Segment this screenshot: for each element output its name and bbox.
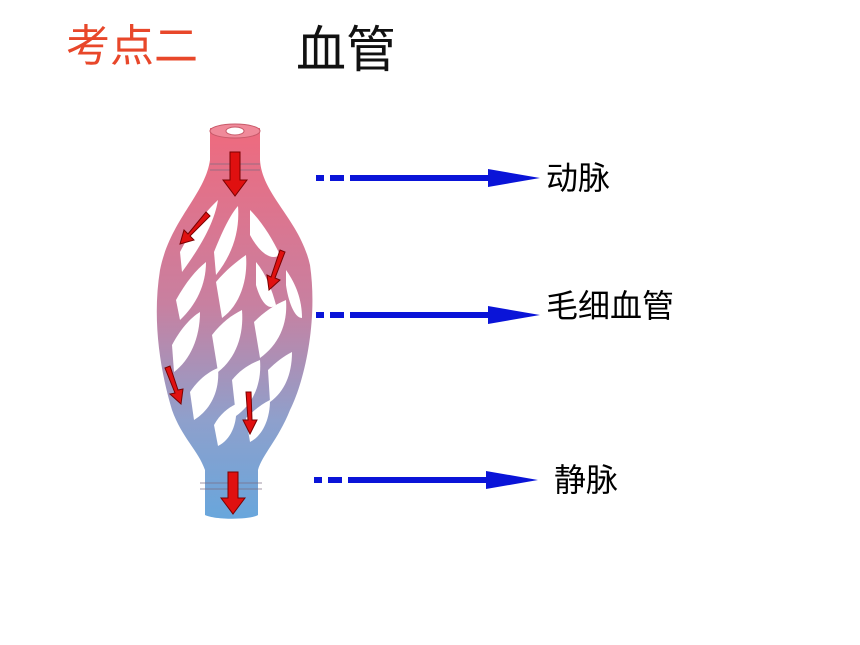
label-capillary: 毛细血管 [546,287,675,325]
artery-lumen [225,126,245,136]
flow-arrow-down-bottom [220,471,246,515]
pointer-arrow-artery [316,169,540,187]
title-prefix: 考点二 [66,21,198,72]
capillary-network [172,200,302,446]
label-artery: 动脉 [546,159,611,197]
pointer-arrow-vein [314,471,538,489]
flow-arrow-right-upper [266,249,286,292]
label-vein: 静脉 [554,461,619,499]
flow-arrow-down-top [222,151,248,197]
title-main: 血管 [296,21,396,79]
flow-arrow-center-lower [242,391,258,436]
flow-arrow-left-upper [179,211,211,245]
blood-flow-arrows [164,151,286,515]
flow-arrow-left-lower [164,365,184,406]
pointer-arrow-capillary [316,306,540,324]
